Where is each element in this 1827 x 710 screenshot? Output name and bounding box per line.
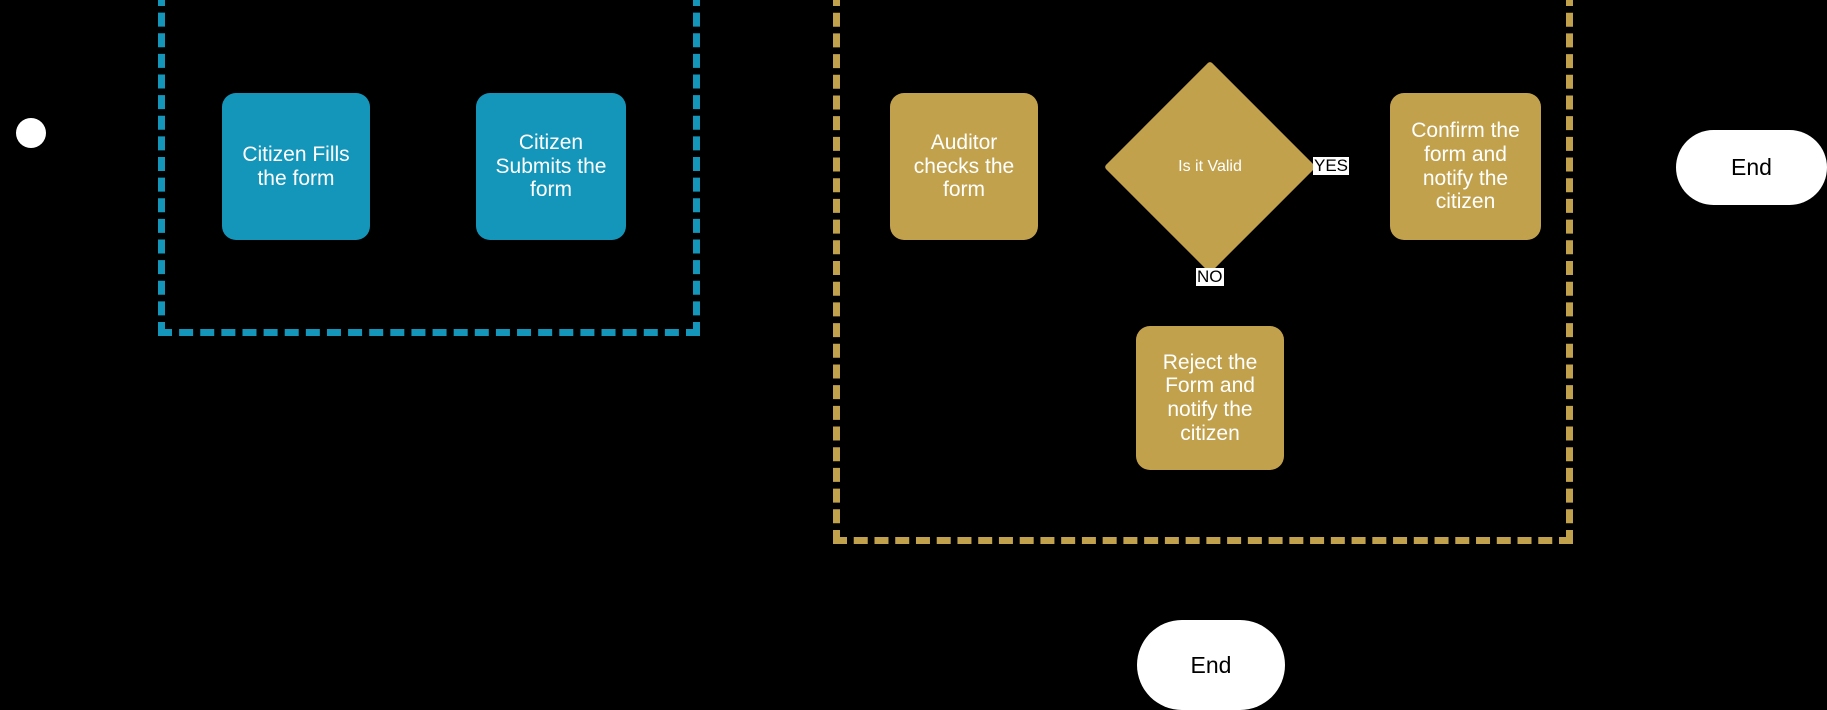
auditor-lane-container[interactable] [833, 0, 1573, 544]
end-node-bottom[interactable]: End [1137, 620, 1285, 710]
node-auditor-checks-the-form[interactable]: Auditor checks the form [890, 93, 1038, 240]
node-is-it-valid-decision[interactable]: Is it Valid [1103, 60, 1317, 274]
citizen-lane-container[interactable] [158, 0, 700, 336]
node-citizen-fills-the-form[interactable]: Citizen Fills the form [222, 93, 370, 240]
decision-label: Is it Valid [1178, 158, 1242, 175]
edge-label-yes: YES [1313, 156, 1350, 175]
edge-label-no: NO [1196, 267, 1224, 286]
end-node-right[interactable]: End [1676, 130, 1827, 205]
node-citizen-submits-the-form[interactable]: Citizen Submits the form [476, 93, 626, 240]
start-node[interactable] [16, 118, 46, 148]
node-reject-the-form-and-notify-the-citizen[interactable]: Reject the Form and notify the citizen [1136, 326, 1284, 470]
node-confirm-the-form-and-notify-the-citizen[interactable]: Confirm the form and notify the citizen [1390, 93, 1541, 240]
